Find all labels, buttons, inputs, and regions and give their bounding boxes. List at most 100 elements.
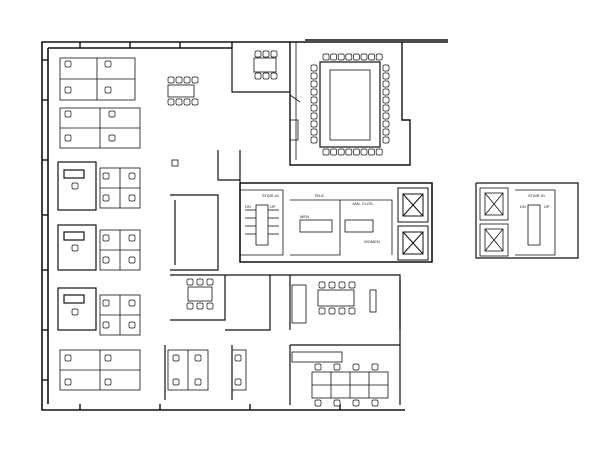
up-label-right: UP xyxy=(544,204,550,209)
conference-room xyxy=(289,42,411,166)
chair xyxy=(337,53,345,61)
chair xyxy=(194,354,202,362)
chair xyxy=(322,53,330,61)
stair-left xyxy=(240,189,284,256)
chair xyxy=(234,354,242,362)
chair xyxy=(64,110,72,118)
private-office-3 xyxy=(57,287,97,331)
chair xyxy=(310,64,318,72)
jan-closet-label: JAN. CLOS. xyxy=(352,201,374,206)
exterior-walls xyxy=(41,39,448,411)
stair-label-left: STAIR #1 xyxy=(262,193,280,198)
chair xyxy=(353,53,360,61)
window-mullions xyxy=(42,42,341,410)
chair xyxy=(186,302,194,310)
dn-label-right: DN xyxy=(520,204,526,209)
chair xyxy=(128,256,136,264)
conference-room-lower xyxy=(317,289,377,313)
cubicle-cluster-1 xyxy=(59,57,136,101)
chair xyxy=(102,321,110,329)
chair xyxy=(318,307,326,315)
chair xyxy=(104,60,112,68)
chair xyxy=(175,76,183,84)
interior-partitions xyxy=(164,150,401,405)
chair xyxy=(183,98,191,106)
chair xyxy=(71,308,79,316)
chair xyxy=(64,60,72,68)
chair xyxy=(175,98,183,106)
chair xyxy=(183,76,191,84)
chair xyxy=(382,136,390,144)
chair xyxy=(337,148,345,156)
chair xyxy=(345,53,353,61)
chair xyxy=(348,307,356,315)
chair xyxy=(206,302,214,310)
chair xyxy=(234,378,242,386)
chair xyxy=(310,128,318,136)
chair xyxy=(330,148,337,156)
chair xyxy=(360,148,368,156)
chair xyxy=(382,112,390,120)
chair xyxy=(310,80,318,88)
chair xyxy=(318,281,326,289)
cubicle-cluster-3 xyxy=(99,167,141,209)
chair xyxy=(314,363,322,371)
break-room xyxy=(291,351,389,399)
chair xyxy=(128,172,136,180)
chair xyxy=(310,104,318,112)
chair xyxy=(345,148,353,156)
chair xyxy=(191,98,199,106)
chair xyxy=(128,234,136,242)
chair xyxy=(270,50,278,58)
cubicle-cluster-6 xyxy=(59,349,141,391)
small-meeting-room xyxy=(231,48,301,141)
chair xyxy=(64,378,72,386)
chair xyxy=(64,86,72,94)
conference-table xyxy=(319,61,381,148)
cubicle-cluster-4 xyxy=(99,229,141,271)
chair xyxy=(104,378,112,386)
chair xyxy=(102,194,110,202)
chair xyxy=(382,104,390,112)
chair xyxy=(382,88,390,96)
tele-label: TELE xyxy=(314,193,324,198)
chair xyxy=(328,281,336,289)
chair xyxy=(314,399,322,407)
chair xyxy=(382,96,390,104)
dn-label-left: DN xyxy=(245,204,251,209)
chair xyxy=(338,281,346,289)
chair xyxy=(353,148,360,156)
meeting-room-lower xyxy=(187,286,213,302)
chair xyxy=(371,399,379,407)
cubicle-cluster-8 xyxy=(231,349,247,391)
chair xyxy=(338,307,346,315)
chair xyxy=(206,278,214,286)
chair xyxy=(310,136,318,144)
chair xyxy=(348,281,356,289)
chair xyxy=(270,72,278,80)
chair xyxy=(382,128,390,136)
chair xyxy=(322,148,330,156)
chair xyxy=(368,53,375,61)
women-label: WOMEN xyxy=(364,239,380,244)
chair xyxy=(128,194,136,202)
chair xyxy=(191,76,199,84)
chair xyxy=(71,244,79,252)
chair xyxy=(194,378,202,386)
chair xyxy=(104,354,112,362)
chair xyxy=(382,64,390,72)
chair xyxy=(128,321,136,329)
chair xyxy=(352,399,360,407)
chair xyxy=(128,299,136,307)
chair xyxy=(102,172,110,180)
room-labels: STAIR #1 DN UP TELE JAN. CLOS. MEN WOMEN… xyxy=(245,193,550,244)
chair xyxy=(262,50,270,58)
storage-closet xyxy=(291,284,307,324)
chair xyxy=(172,354,180,362)
private-office-1 xyxy=(57,161,97,211)
meeting-table xyxy=(253,57,277,73)
chairs xyxy=(64,50,390,407)
chair xyxy=(375,148,383,156)
chair xyxy=(352,363,360,371)
chair xyxy=(375,53,383,61)
